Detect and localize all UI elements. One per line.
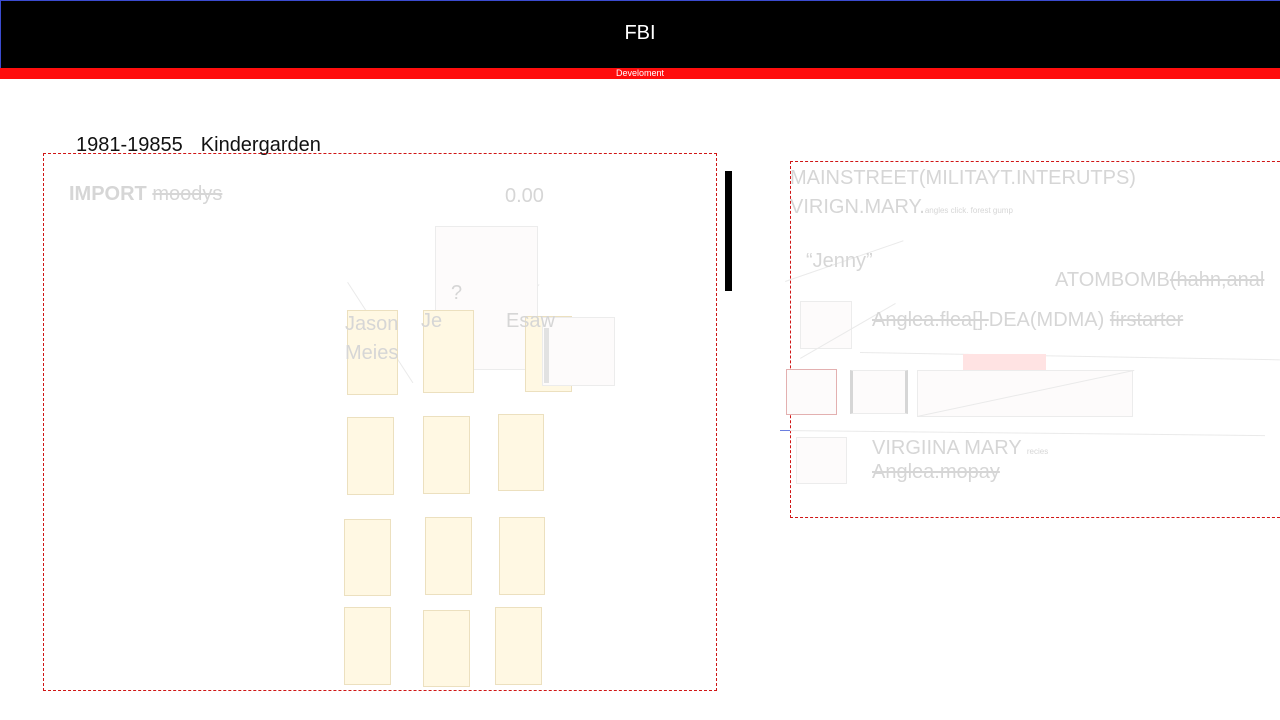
amount-value: 0.00	[505, 185, 544, 207]
card[interactable]	[344, 519, 391, 596]
right-panel	[790, 161, 1280, 518]
card[interactable]	[499, 517, 545, 595]
image-thumbnail[interactable]	[800, 301, 852, 349]
image-thumbnail[interactable]	[796, 437, 847, 484]
image-thumbnail[interactable]	[786, 369, 837, 415]
card[interactable]	[347, 417, 394, 495]
name-esaw: Esaw	[506, 310, 555, 332]
atombomb-text: ATOMBOMB	[1055, 269, 1170, 291]
atombomb-row: ATOMBOMB(hahn,anal	[1055, 269, 1264, 292]
question-mark: ?	[451, 282, 463, 304]
left-panel	[43, 153, 717, 691]
import-label-row: IMPORT moodys	[69, 183, 222, 206]
mopay-text: Anglea.mopay	[872, 461, 1000, 483]
name-je: Je	[421, 310, 443, 332]
atombomb-struck: (hahn,anal	[1169, 269, 1265, 291]
virgiina-text: VIRGIINA MARY	[872, 437, 1022, 459]
name-meies: Meies	[345, 342, 399, 364]
card[interactable]	[344, 607, 391, 685]
virgiina-row: VIRGIINA MARY recies	[872, 437, 1048, 460]
virign-mary-text: VIRIGN.MARY.	[790, 196, 925, 218]
jenny-quote: “Jenny”	[806, 250, 873, 272]
card[interactable]	[495, 607, 542, 685]
virign-mary-note: angles click. forest gump	[924, 206, 1013, 215]
status-strip	[0, 68, 1280, 79]
image-thumbnail[interactable]	[542, 317, 615, 386]
mainstreet-text: MAINSTREET(MILITAYT.INTERUTPS)	[790, 167, 1136, 189]
flea-struck: Anglea.flea[].	[872, 309, 989, 331]
section-heading: 1981-19855 Kindergarden	[76, 134, 321, 157]
card[interactable]	[423, 416, 470, 494]
app-subtitle: Develoment	[615, 68, 665, 78]
card[interactable]	[423, 610, 470, 687]
import-label: IMPORT	[69, 183, 147, 205]
year-range: 1981-19855	[76, 134, 183, 156]
card[interactable]	[425, 517, 472, 595]
name-jason: Jason	[345, 313, 399, 335]
thumbnail-bar	[544, 328, 549, 383]
import-struck-text: moodys	[152, 183, 223, 205]
section-label: Kindergarden	[200, 134, 321, 156]
flea-tail: firstarter	[1109, 309, 1184, 331]
card[interactable]	[423, 310, 474, 393]
app-title: FBI	[624, 22, 656, 44]
flea-row: Anglea.flea[].DEA(MDMA) firstarter	[872, 309, 1183, 332]
image-thumbnail[interactable]	[850, 370, 908, 414]
card[interactable]	[498, 414, 544, 491]
divider-bar	[725, 171, 732, 291]
virgiina-note: recies	[1026, 447, 1049, 456]
title-bar	[0, 0, 1280, 68]
name-jason-block: Jason Meies	[345, 310, 398, 368]
card[interactable]	[347, 310, 398, 395]
anchor-tick	[780, 430, 790, 431]
virign-mary-row: VIRIGN.MARY.angles click. forest gump	[790, 196, 1013, 219]
flea-dea: DEA(MDMA)	[988, 309, 1105, 331]
